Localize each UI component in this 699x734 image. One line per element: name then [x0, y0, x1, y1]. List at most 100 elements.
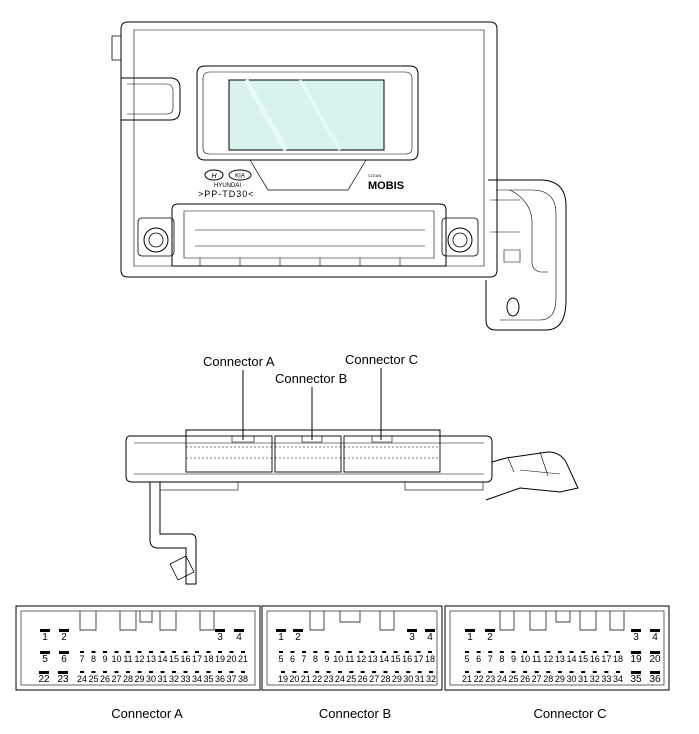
pin-label: 18 — [425, 654, 435, 664]
pin-terminal — [359, 651, 364, 653]
pin-terminal — [546, 651, 551, 653]
pin-terminal — [103, 651, 107, 653]
pin-terminal — [126, 651, 130, 653]
pin-label: 21 — [301, 674, 311, 684]
pin-terminal — [114, 671, 119, 673]
pin-label: 31 — [578, 674, 588, 684]
pin-terminal — [581, 651, 586, 653]
connector-face-frames — [15, 605, 670, 691]
pin-label: 27 — [111, 674, 121, 684]
pin-terminal — [281, 671, 285, 673]
pin-label: 26 — [520, 674, 530, 684]
connector-c-caption: Connector C — [534, 706, 607, 721]
pin-terminal — [313, 651, 318, 653]
pin-terminal — [91, 671, 96, 673]
pin-label: 29 — [392, 674, 402, 684]
pin-label: 19 — [278, 674, 288, 684]
pin-terminal — [406, 671, 411, 673]
pin-terminal — [465, 651, 469, 653]
pin-terminal — [523, 671, 528, 673]
pin-terminal — [616, 671, 620, 673]
pin-label: 2 — [295, 632, 301, 643]
pin-terminal — [347, 651, 352, 653]
pin-label: 26 — [100, 674, 110, 684]
connector-b-caption: Connector B — [319, 706, 391, 721]
top-view-connector-housing — [171, 203, 447, 267]
brand-small-text: HYUNDAI — [214, 183, 241, 189]
pin-terminal — [279, 651, 283, 653]
pin-terminal — [429, 671, 433, 673]
pin-terminal — [394, 671, 399, 673]
pin-label: 15 — [169, 654, 179, 664]
pin-terminal — [631, 629, 641, 632]
part-code-text: >PP-TD30< — [198, 189, 255, 199]
pin-label: 28 — [123, 674, 133, 684]
ecu-side-view — [125, 429, 579, 585]
pin-terminal — [91, 651, 96, 653]
pin-terminal — [241, 671, 245, 673]
pin-label: 7 — [301, 654, 306, 664]
pin-terminal — [499, 651, 504, 653]
pin-terminal — [114, 651, 119, 653]
pin-terminal — [206, 651, 211, 653]
pin-label: 21 — [238, 654, 248, 664]
pin-label: 16 — [402, 654, 412, 664]
pin-label: 34 — [192, 674, 202, 684]
pin-label: 6 — [290, 654, 295, 664]
pin-label: 38 — [238, 674, 248, 684]
pin-terminal — [59, 651, 69, 654]
pin-label: 23 — [485, 674, 495, 684]
pin-label: 17 — [192, 654, 202, 664]
pin-label: 2 — [487, 632, 493, 643]
side-label-connector-c: Connector C — [345, 352, 418, 367]
pin-terminal — [523, 651, 528, 653]
pin-terminal — [218, 671, 222, 673]
pin-label: 7 — [79, 654, 84, 664]
pin-label: 14 — [379, 654, 389, 664]
pin-label: 30 — [567, 674, 577, 684]
pin-terminal — [172, 651, 176, 653]
pin-terminal — [80, 651, 84, 653]
mobis-prefix-text: CLEAN — [368, 173, 381, 178]
pin-terminal — [534, 671, 539, 673]
pin-terminal — [195, 651, 199, 653]
svg-text:H: H — [211, 173, 217, 180]
pin-terminal — [195, 671, 199, 673]
pin-terminal — [405, 651, 410, 653]
pin-label: 13 — [555, 654, 565, 664]
pin-terminal — [149, 671, 153, 673]
pin-terminal — [137, 671, 142, 673]
pin-label: 25 — [346, 674, 356, 684]
pin-terminal — [569, 651, 574, 653]
pin-terminal — [40, 651, 50, 654]
pin-label: 21 — [462, 674, 472, 684]
side-label-connector-b: Connector B — [275, 371, 347, 386]
pin-label: 35 — [630, 674, 642, 685]
pin-label: 29 — [555, 674, 565, 684]
pin-terminal — [592, 671, 597, 673]
pin-label: 9 — [102, 654, 107, 664]
pin-terminal — [425, 629, 435, 632]
pin-label: 20 — [226, 654, 236, 664]
pin-label: 9 — [511, 654, 516, 664]
pin-label: 12 — [134, 654, 144, 664]
pin-terminal — [290, 651, 295, 653]
pin-terminal — [215, 629, 225, 632]
pin-label: 14 — [567, 654, 577, 664]
pin-label: 8 — [313, 654, 318, 664]
pin-terminal — [360, 671, 365, 673]
pin-label: 25 — [508, 674, 518, 684]
pin-label: 23 — [324, 674, 334, 684]
pin-terminal — [383, 671, 388, 673]
pin-label: 11 — [532, 654, 541, 664]
pin-terminal — [499, 671, 504, 673]
pin-label: 36 — [649, 674, 661, 685]
pin-label: 5 — [464, 654, 469, 664]
pin-label: 19 — [215, 654, 225, 664]
pin-terminal — [393, 651, 398, 653]
pin-terminal — [581, 671, 586, 673]
pin-terminal — [326, 671, 331, 673]
pin-label: 30 — [403, 674, 413, 684]
mounting-bracket-top-view — [485, 179, 567, 331]
